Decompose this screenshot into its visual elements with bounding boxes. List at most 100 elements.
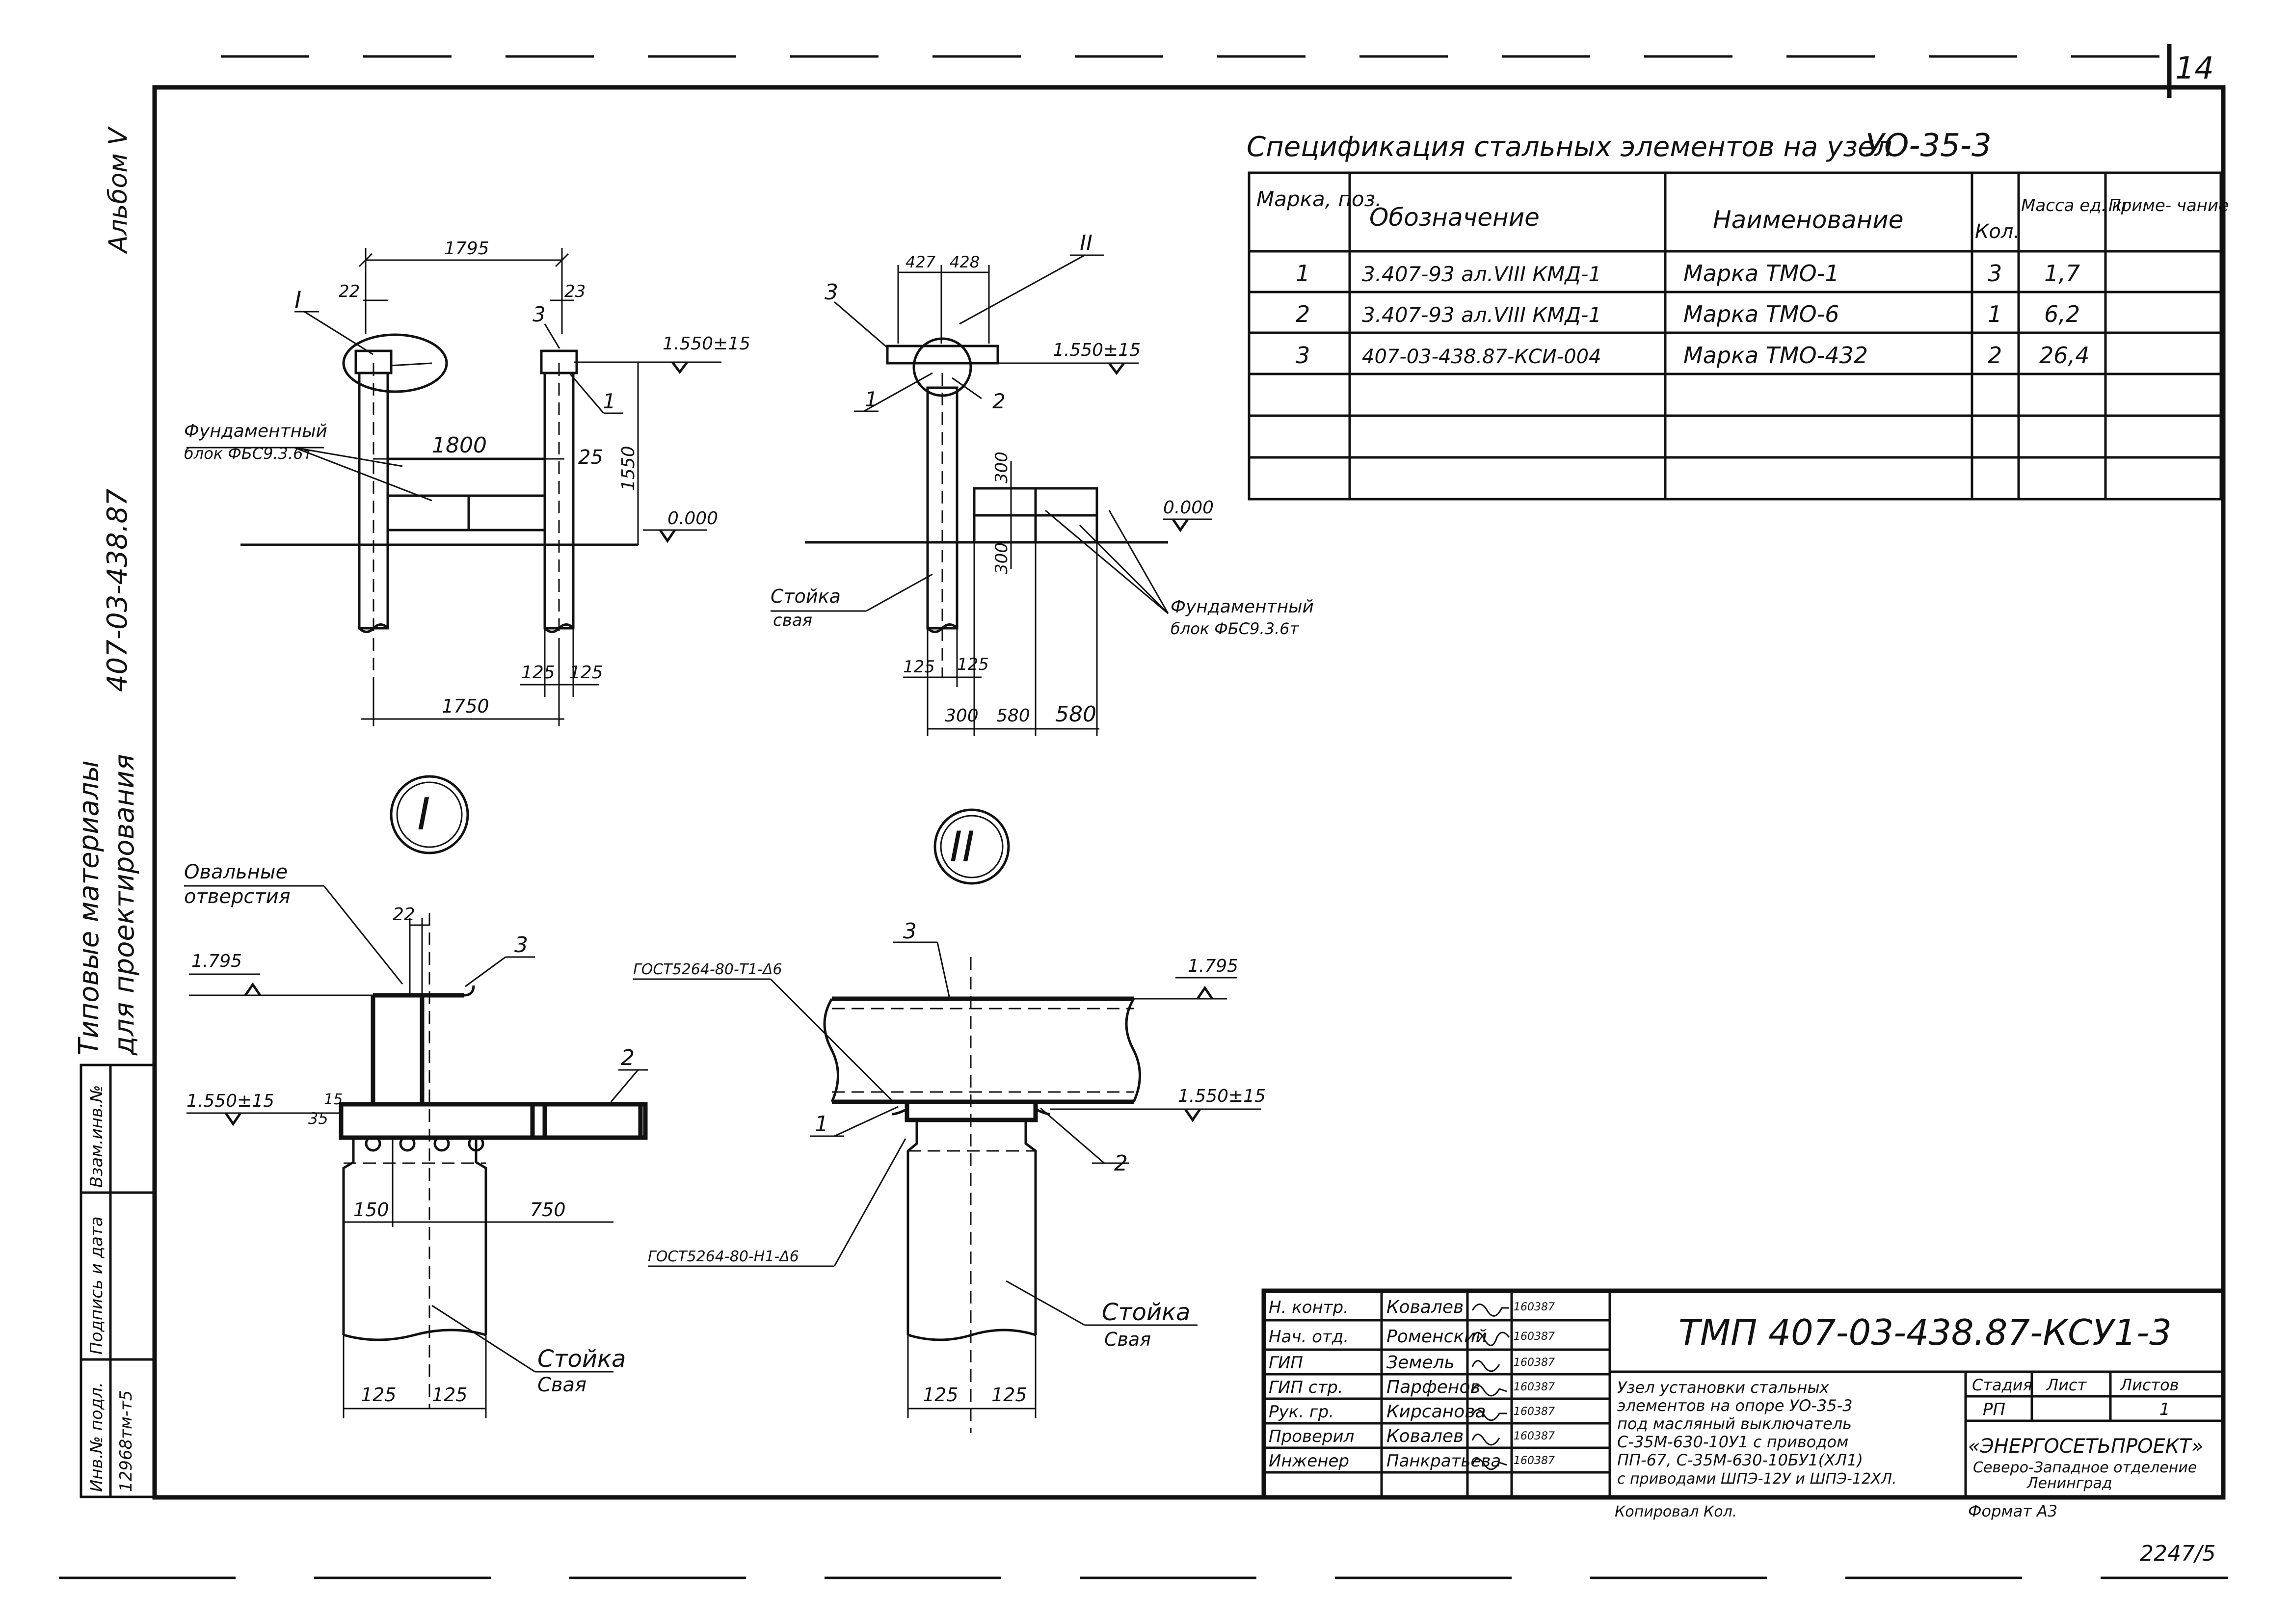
spec-header-mark: Марка, поз. (1256, 187, 1382, 211)
dim-427: 427 (906, 253, 936, 271)
date-1: 160387 (1514, 1331, 1555, 1343)
foundation-label-view2-1: Фундаментный (1171, 597, 1314, 617)
weld-spec-top: ГОСТ5264-80-Т1-Δ6 (633, 961, 782, 978)
dim-580b-view2: 580 (1055, 702, 1096, 727)
svg-text:3: 3 (1988, 260, 2002, 287)
name-5: Ковалев (1386, 1426, 1464, 1446)
callout-2-detail1: 2 (621, 1045, 635, 1070)
role-4: Рук. гр. (1269, 1402, 1334, 1422)
desc-line-3: под масляный выключатель (1617, 1414, 1852, 1433)
name-0: Ковалев (1386, 1297, 1464, 1317)
svg-text:1,7: 1,7 (2044, 260, 2080, 287)
margin-box-replace: Взам.инв.№ (87, 1085, 107, 1188)
spec-header-note: Приме- чание (2108, 196, 2229, 215)
dim-125a-detail2: 125 (923, 1384, 959, 1406)
org-city: Ленинград (2026, 1475, 2112, 1492)
dim-1750: 1750 (442, 695, 489, 717)
dim-1800: 1800 (432, 433, 487, 458)
signatures (1471, 1304, 1510, 1470)
dim-750: 750 (530, 1199, 566, 1221)
table-row: 2 3.407-93 ал.VIII КМД-1 Марка ТМО-6 1 6… (1296, 301, 2080, 327)
svg-text:407-03-438.87-КСИ-004: 407-03-438.87-КСИ-004 (1362, 346, 1601, 368)
album-label: Альбом V (104, 126, 133, 254)
date-3: 160387 (1514, 1381, 1555, 1393)
dim-125a-view2: 125 (903, 657, 935, 677)
stage-value: РП (1983, 1400, 2005, 1419)
date-2: 160387 (1514, 1357, 1555, 1369)
dim-300a-view2: 300 (992, 452, 1012, 483)
sheets-value: 1 (2159, 1400, 2170, 1419)
name-4: Кирсанова (1386, 1402, 1486, 1422)
role-3: ГИП стр. (1269, 1378, 1343, 1397)
dim-125b-detail1: 125 (432, 1384, 468, 1406)
page-number: 14 (2175, 50, 2214, 86)
specification-table: Спецификация стальных элементов на узел … (1247, 128, 2229, 501)
dim-125a-view1: 125 (521, 663, 555, 683)
svg-text:Марка ТМО-1: Марка ТМО-1 (1683, 260, 1839, 287)
dim-15-detail1: 15 (324, 1091, 343, 1108)
callout-1-view1: 1 (603, 389, 616, 413)
oval-holes-label-2: отверстия (184, 885, 291, 908)
svg-text:Марка ТМО-6: Марка ТМО-6 (1683, 301, 1839, 327)
callout-1-detail2: 1 (815, 1112, 828, 1137)
svg-text:2: 2 (1296, 301, 1310, 327)
detail-II: II 3 1.795 ГОСТ5264-80-Т1-Δ6 ГОСТ5264-80… (633, 808, 1266, 1433)
desc-line-2: элементов на опоре УО-35-3 (1617, 1396, 1853, 1415)
spec-header-qty: Кол. (1975, 220, 2020, 243)
post-label-detail1: Стойка (537, 1345, 626, 1373)
name-6: Панкратьева (1386, 1451, 1501, 1471)
callout-3-detail1: 3 (514, 932, 528, 958)
sheet-code-vertical: 407-03-438.87 (102, 488, 133, 692)
dim-300b-view2: 300 (992, 542, 1012, 574)
date-0: 160387 (1514, 1301, 1555, 1313)
post-label-detail2: Стойка (1102, 1299, 1190, 1326)
callout-2-view2: 2 (992, 389, 1006, 413)
dim-23: 23 (564, 282, 586, 301)
oval-holes-label-1: Овальные (184, 861, 288, 883)
svg-text:6,2: 6,2 (2044, 301, 2080, 327)
table-row: 3 407-03-438.87-КСИ-004 Марка ТМО-432 2 … (1296, 342, 2089, 369)
level-1795-detail2: 1.795 (1188, 956, 1238, 976)
role-0: Н. контр. (1269, 1298, 1349, 1317)
svg-text:2: 2 (1988, 342, 2002, 369)
dim-35-detail1: 35 (308, 1109, 328, 1128)
level-0000-view2: 0.000 (1163, 498, 1214, 518)
post-label-view2: Стойка (771, 586, 841, 607)
dim-125a-detail1: 125 (361, 1384, 397, 1406)
spec-node: УО-35-3 (1865, 128, 1992, 164)
desc-line-6: с приводами ШПЭ-12У и ШПЭ-12ХЛ. (1617, 1470, 1897, 1488)
margin-box-inventory: Инв.№ подл. (87, 1382, 107, 1492)
dim-125b-view2: 125 (957, 655, 989, 674)
document-code: ТМП 407-03-438.87-КСУ1-3 (1678, 1312, 2172, 1353)
callout-II: II (1080, 231, 1092, 256)
for-design-label: для проектирования (108, 754, 140, 1056)
dim-125b-detail2: 125 (991, 1384, 1027, 1406)
role-1: Нач. отд. (1269, 1327, 1349, 1347)
spec-header-mass: Масса ед. кг (2021, 196, 2131, 215)
sheets-header: Листов (2120, 1376, 2179, 1394)
dim-300-bottom-view2: 300 (945, 706, 979, 726)
dim-25: 25 (578, 446, 603, 469)
sheet-header: Лист (2046, 1376, 2087, 1394)
detail-I: I Овальные отверстия 22 3 1.795 2 (184, 775, 648, 1418)
foundation-label-2: блок ФБС9.3.6т (184, 444, 313, 463)
callout-3-detail2: 3 (903, 919, 917, 944)
date-5: 160387 (1514, 1430, 1555, 1442)
dim-1795: 1795 (444, 239, 489, 259)
level-1550-view2: 1.550±15 (1053, 340, 1141, 360)
front-elevation-view: 1795 22 23 I 3 1 1.550±15 1550 (184, 239, 750, 726)
sheet-frame (152, 85, 2226, 1500)
org-name: «ЭНЕРГОСЕТЬПРОЕКТ» (1968, 1435, 2203, 1458)
dim-22-detail1: 22 (393, 905, 415, 925)
dim-150: 150 (353, 1199, 389, 1221)
date-6: 160387 (1514, 1455, 1555, 1467)
spec-header-designation: Обозначение (1369, 203, 1540, 232)
weld-spec-bottom: ГОСТ5264-80-Н1-Δ6 (648, 1248, 799, 1265)
margin-box-inventory-value: 12968тм-т5 (116, 1390, 136, 1492)
level-0000-view1: 0.000 (667, 508, 718, 529)
svg-text:1: 1 (1296, 260, 1310, 287)
svg-text:26,4: 26,4 (2039, 342, 2089, 369)
stage-header: Стадия (1972, 1376, 2032, 1394)
detail-I-marker: I (417, 789, 430, 840)
name-3: Парфенов (1386, 1377, 1481, 1397)
